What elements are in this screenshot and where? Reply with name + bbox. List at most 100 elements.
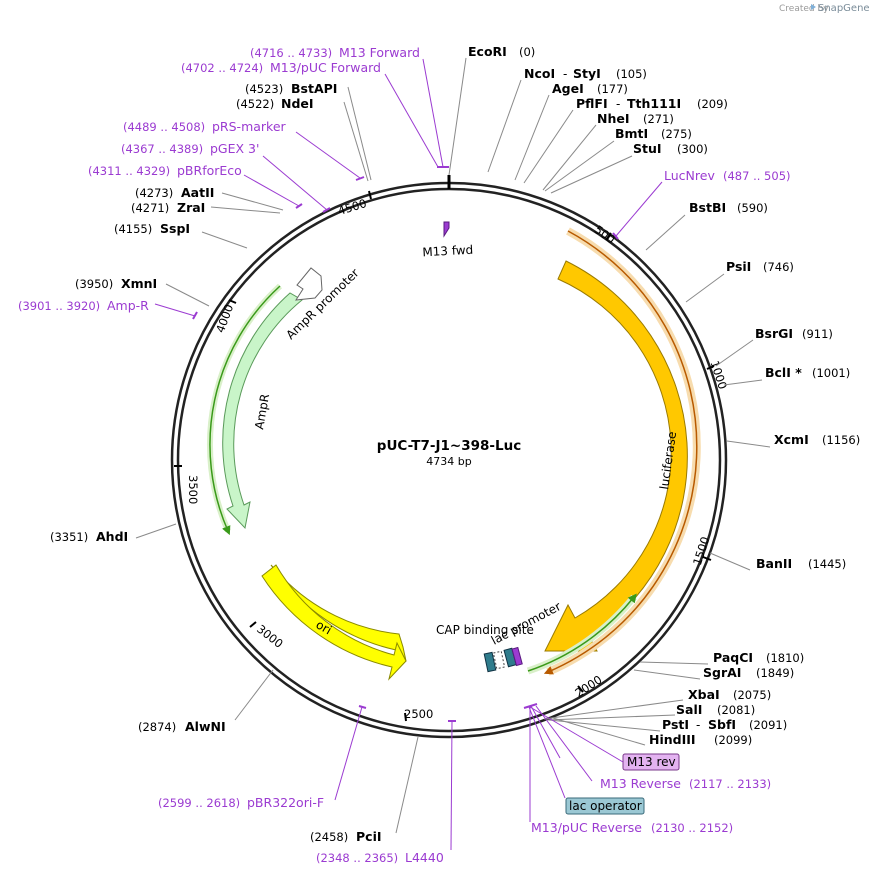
enzyme-AgeI-pos: (177) [597,82,628,96]
enzyme-NcoI[interactable]: NcoI [524,66,555,81]
plasmid-name: pUC-T7-J1~398-Luc [377,438,521,454]
plasmid-length: 4734 bp [426,455,471,468]
primer-m13-forward-range: (4716 .. 4733) [250,46,332,60]
enzyme-StuI[interactable]: StuI [633,141,662,156]
enzyme-PaqCI-pos: (1810) [766,651,804,665]
enzyme-AhdI-pos: (3351) [50,530,88,544]
enzyme-AlwNI-pos: (2874) [138,720,176,734]
enzyme-XmnI-pos: (3950) [75,277,113,291]
enzyme-SspI-pos: (4155) [114,222,152,236]
enzyme-SalI[interactable]: SalI [676,702,702,717]
enzyme-BstBI[interactable]: BstBI [689,200,726,215]
m13-fwd-label: M13 fwd [422,243,474,260]
enzyme-BmtI-pos: (275) [661,127,692,141]
primer-m13-reverse-range: (2117 .. 2133) [689,777,771,791]
enzyme-SgrAI-pos: (1849) [756,666,794,680]
tick-3000: 3000 [254,622,286,651]
enzyme-BstBI-pos: (590) [737,201,768,215]
primer-ampr[interactable]: Amp-R [107,298,149,313]
primer-m13puc-forward[interactable]: M13/pUC Forward [270,60,381,75]
enzyme-PsiI-pos: (746) [763,260,794,274]
enzyme-XmnI[interactable]: XmnI [121,276,157,291]
enzyme-HindIII-pos: (2099) [714,733,752,747]
primer-m13puc-forward-range: (4702 .. 4724) [181,61,263,75]
primer-labels: (4716 .. 4733) M13 Forward (4702 .. 4724… [18,45,791,865]
enzyme-PstI-pos: (2091) [749,718,787,732]
enzyme-ZraI[interactable]: ZraI [177,200,205,215]
enzyme-XbaI[interactable]: XbaI [688,687,720,702]
primer-pgex3-range: (4367 .. 4389) [121,142,203,156]
enzyme-AatII-pos: (4273) [135,186,173,200]
enzyme-BsrGI-pos: (911) [802,327,833,341]
primer-pbr322ori-f[interactable]: pBR322ori-F [247,795,324,810]
luciferase-feature[interactable] [544,260,688,652]
enzyme-EcoRI-pos: (0) [519,45,535,59]
primer-pbrforeco-range: (4311 .. 4329) [88,164,170,178]
primer-pbrforeco[interactable]: pBRforEco [177,163,242,178]
enzyme-labels: EcoRI (0) NcoI - StyI (105) AgeI (177) P… [50,44,860,844]
primer-m13-forward[interactable]: M13 Forward [339,45,420,60]
tick-1500: 1500 [690,535,712,567]
enzyme-BmtI[interactable]: BmtI [615,126,648,141]
enzyme-PflFI[interactable]: PflFI [576,96,608,111]
enzyme-Tth111I[interactable]: Tth111I [627,96,681,111]
enzyme-XcmI[interactable]: XcmI [774,432,809,447]
enzyme-BstAPI[interactable]: BstAPI [291,81,337,96]
primer-m13puc-reverse[interactable]: M13/pUC Reverse [531,820,642,835]
enzyme-NheI-pos: (271) [643,112,674,126]
enzyme-EcoRI[interactable]: EcoRI [468,44,507,59]
primer-m13-reverse[interactable]: M13 Reverse [600,776,681,791]
cap-binding-label: CAP binding site [436,623,534,637]
enzyme-NheI[interactable]: NheI [597,111,630,126]
primer-prs-marker[interactable]: pRS-marker [212,119,287,134]
enzyme-BanII[interactable]: BanII [756,556,792,571]
enzyme-AgeI[interactable]: AgeI [552,81,584,96]
enzyme-BclI-pos: (1001) [812,366,850,380]
enzyme-PstI-sep: - [696,718,700,732]
enzyme-StyI[interactable]: StyI [573,66,601,81]
ampr-promoter-feature[interactable] [295,267,323,301]
ori-feature[interactable] [270,564,407,665]
enzyme-NdeI[interactable]: NdeI [281,96,314,111]
ori-arrow-body [261,564,407,681]
tick-2500: 2500 [404,707,433,721]
tick-4500: 4500 [336,196,368,218]
enzyme-BclI[interactable]: BclI * [765,365,802,380]
enzyme-leaders [135,57,771,834]
enzyme-BstAPI-pos: (4523) [245,82,283,96]
enzyme-NdeI-pos: (4522) [236,97,274,111]
enzyme-PsiI[interactable]: PsiI [726,259,751,274]
primer-pgex3[interactable]: pGEX 3' [210,141,259,156]
enzyme-HindIII[interactable]: HindIII [649,732,696,747]
snapgene-logo-icon [811,4,816,10]
tick-2000: 2000 [572,672,604,700]
lac-promoter-feature[interactable] [492,650,506,670]
m13-fwd-feature[interactable] [443,221,450,238]
m13-rev-feature[interactable] [511,646,523,667]
ampr-feature[interactable] [222,292,303,530]
enzyme-PciI[interactable]: PciI [356,829,382,844]
tick-3500: 3500 [186,475,200,504]
lac-operator-box[interactable] [565,797,645,815]
credit-brand: SnapGene [818,3,870,14]
enzyme-SspI[interactable]: SspI [160,221,190,236]
ori-label: ori [314,617,335,637]
enzyme-AatII[interactable]: AatII [181,185,214,200]
enzyme-SalI-pos: (2081) [717,703,755,717]
enzyme-XcmI-pos: (1156) [822,433,860,447]
enzyme-AhdI[interactable]: AhdI [96,529,128,544]
enzyme-SbfI[interactable]: SbfI [708,717,736,732]
primer-lucnrev[interactable]: LucNrev [664,168,715,183]
enzyme-AlwNI[interactable]: AlwNI [185,719,226,734]
m13-rev-box-label: M13 rev [627,755,676,769]
cap-binding-feature[interactable] [483,651,497,673]
enzyme-PaqCI[interactable]: PaqCI [713,650,753,665]
lac-operator-box-label: lac operator [569,799,642,813]
enzyme-SgrAI[interactable]: SgrAI [703,665,741,680]
primer-l4440[interactable]: L4440 [405,850,444,865]
enzyme-BsrGI[interactable]: BsrGI [755,326,793,341]
enzyme-PflFI-pos: (209) [697,97,728,111]
enzyme-PstI[interactable]: PstI [662,717,689,732]
primer-lucnrev-range: (487 .. 505) [723,169,791,183]
